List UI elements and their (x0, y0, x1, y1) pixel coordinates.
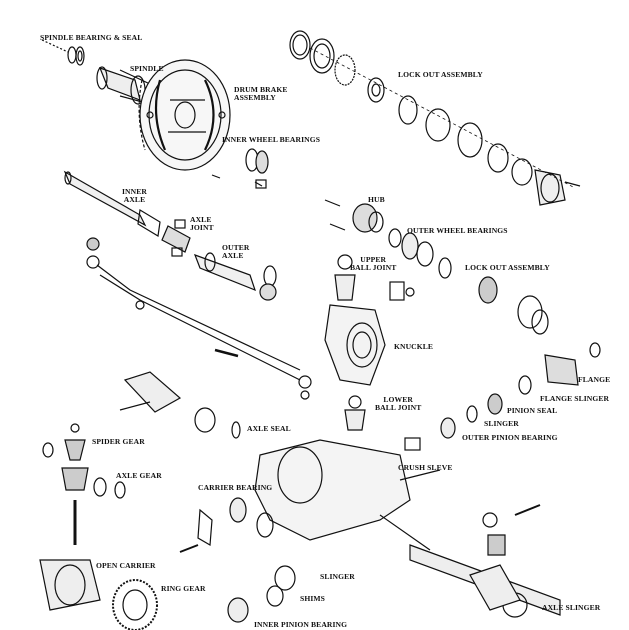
label-axle-seal: AXLE SEAL (247, 424, 291, 433)
knuckle-part (324, 281, 415, 386)
label-axle-joint-line1: AXLE (190, 215, 212, 224)
outer-wheel-bearings-part (388, 228, 434, 267)
label-inner-axle-line1: INNER (122, 187, 147, 196)
label-ring-gear: RING GEAR (161, 584, 206, 593)
hub-part (324, 199, 384, 233)
label-lock-out-assembly-mid: LOCK OUT ASSEMBLY (465, 263, 550, 272)
label-slinger-bottom: SLINGER (320, 572, 355, 581)
outer-axle-part (193, 252, 277, 301)
label-outer-axle-line2: AXLE (222, 251, 244, 261)
axle-gear-part (61, 467, 126, 545)
lock-out-assembly-top-part (289, 30, 581, 206)
outer-pinion-bearing-part (440, 417, 456, 439)
slinger-bottom-part (274, 565, 296, 591)
label-lower-ball-joint-line2: BALL JOINT (375, 403, 422, 413)
upper-ball-joint-part (334, 254, 356, 301)
pinion-yoke-part (469, 504, 541, 611)
crush-sleve-part (404, 437, 421, 451)
label-spindle-bearing-seal: SPINDLE BEARING & SEAL (40, 33, 143, 42)
label-inner-axle: INNER AXLE (122, 187, 147, 205)
flange-part (544, 342, 601, 386)
tie-rod-part (86, 237, 312, 400)
label-pinion-seal: PINION SEAL (507, 406, 558, 415)
label-knuckle: KNUCKLE (394, 342, 434, 351)
lower-ball-joint-part (344, 395, 366, 431)
drum-brake-assembly-part (138, 59, 231, 171)
label-inner-pinion-bearing: INNER PINION BEARING (254, 620, 348, 629)
label-inner-axle-line2: AXLE (123, 195, 146, 205)
slinger-top-part (466, 405, 478, 423)
label-flange: FLANGE (578, 375, 611, 384)
label-drum-brake-assembly: DRUM BRAKE ASSEMBLY (234, 85, 288, 103)
spindle-part (96, 66, 151, 105)
label-carrier-bearing: CARRIER BEARING (198, 483, 273, 492)
label-spindle: SPINDLE (130, 64, 164, 73)
ring-gear-part (112, 579, 158, 630)
axle-joint-part (161, 219, 191, 257)
label-crush-sleve: CRUSH SLEVE (398, 463, 453, 472)
label-outer-axle: OUTER AXLE (222, 243, 250, 261)
lock-out-assembly-mid-part (438, 257, 549, 335)
carrier-bearing-part (179, 497, 274, 553)
flange-slinger-part (518, 375, 532, 395)
label-shims: SHIMS (300, 594, 325, 603)
label-spider-gear: SPIDER GEAR (92, 437, 145, 446)
pinion-seal-part (487, 393, 503, 415)
label-lower-ball-joint-line1: LOWER (383, 395, 413, 404)
label-outer-axle-line1: OUTER (222, 243, 250, 252)
label-slinger-top: SLINGER (484, 419, 519, 428)
label-lower-ball-joint: LOWER BALL JOINT (375, 395, 422, 413)
inner-axle-part (63, 170, 161, 237)
label-upper-ball-joint-line1: UPPER (360, 255, 387, 264)
label-axle-joint: AXLE JOINT (190, 215, 214, 233)
label-drum-brake-line2: ASSEMBLY (234, 93, 276, 103)
label-axle-joint-line2: JOINT (190, 223, 214, 233)
open-carrier-part (39, 559, 101, 611)
axle-tube-part (119, 371, 241, 439)
label-outer-pinion-bearing: OUTER PINION BEARING (462, 433, 558, 442)
label-axle-gear: AXLE GEAR (116, 471, 162, 480)
label-axle-slinger: AXLE SLINGER (542, 603, 601, 612)
label-upper-ball-joint-line2: BALL JOINT (350, 263, 397, 273)
label-upper-ball-joint: UPPER BALL JOINT (350, 255, 397, 273)
inner-wheel-bearings-part (211, 148, 269, 189)
shims-part (266, 585, 284, 607)
label-inner-wheel-bearings: INNER WHEEL BEARINGS (222, 135, 321, 144)
label-open-carrier: OPEN CARRIER (96, 561, 156, 570)
label-lock-out-assembly-top: LOCK OUT ASSEMBLY (398, 70, 483, 79)
spindle-bearing-seal-part (41, 39, 85, 66)
label-hub: HUB (368, 195, 385, 204)
inner-pinion-bearing-part (227, 597, 249, 623)
label-flange-slinger: FLANGE SLINGER (540, 394, 610, 403)
label-drum-brake-line1: DRUM BRAKE (234, 85, 288, 94)
spider-gear-part (42, 423, 86, 461)
label-outer-wheel-bearings: OUTER WHEEL BEARINGS (407, 226, 508, 235)
